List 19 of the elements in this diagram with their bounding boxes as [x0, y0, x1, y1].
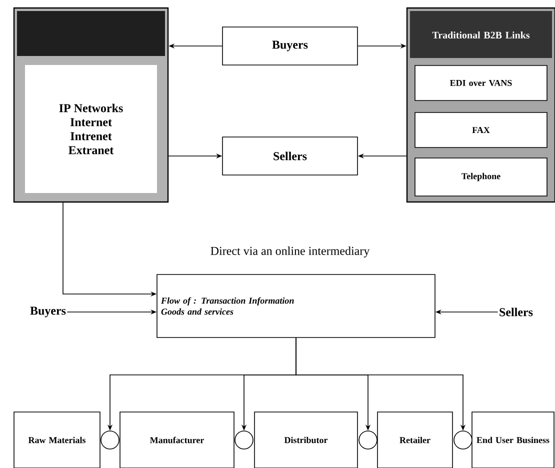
connector-circle: [100, 430, 120, 450]
chain-box: End User Business: [472, 412, 554, 468]
chain-box: Manufacturer: [120, 412, 234, 468]
buyers-box: Buyers: [222, 26, 358, 66]
chain-box: Retailer: [377, 412, 453, 468]
buyers-label: Buyers: [30, 306, 66, 318]
connector-circle: [234, 430, 254, 450]
flow-box: Flow of : Transaction Information Goods and services: [156, 274, 436, 338]
chain-box: Distributor: [254, 412, 358, 468]
channel-box: Telephone: [414, 158, 548, 196]
channel-box: FAX: [414, 112, 548, 148]
connector-circle: [454, 430, 472, 450]
chain-box: Raw Materials: [14, 412, 100, 468]
sellers-label: Sellers: [500, 308, 533, 316]
sellers-box: Sellers: [222, 136, 358, 176]
network-box: IP Networks Internet Intrenet Extranet: [13, 7, 169, 203]
note-text: Direct via an online intermediary: [210, 246, 370, 258]
connector-circle: [358, 430, 378, 450]
channel-box: EDI over VANS: [414, 65, 548, 101]
